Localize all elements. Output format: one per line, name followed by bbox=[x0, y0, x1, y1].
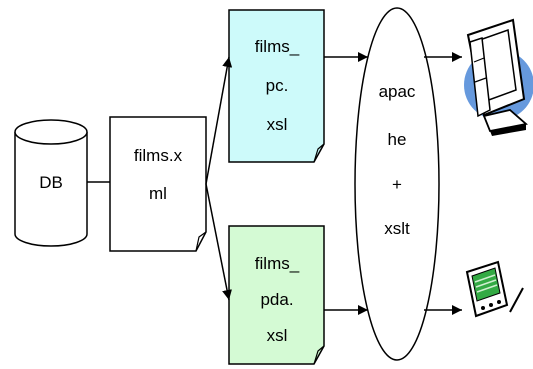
films-pc-xsl-document: films_ pc. xsl bbox=[228, 9, 325, 163]
films-pda-xsl-document: films_ pda. xsl bbox=[228, 225, 325, 365]
films-pc-xsl-line3: xsl bbox=[267, 115, 288, 134]
db-label: DB bbox=[39, 173, 63, 192]
films-pda-xsl-line3: xsl bbox=[267, 326, 288, 345]
processor-line1: apac bbox=[379, 82, 416, 101]
films-xml-line1: films.x bbox=[134, 146, 183, 165]
films-xml-line2: ml bbox=[149, 184, 167, 203]
processor-line2: he bbox=[388, 130, 407, 149]
films-pda-xsl-line2: pda. bbox=[260, 290, 293, 309]
xml-to-pda-xsl-arrow bbox=[205, 183, 232, 301]
pda-handheld-icon bbox=[465, 260, 524, 318]
processor-line3: + bbox=[392, 175, 402, 194]
films-pc-xsl-line2: pc. bbox=[266, 76, 289, 95]
films-pda-xsl-line1: films_ bbox=[255, 254, 300, 273]
desktop-computer-icon bbox=[464, 18, 533, 136]
films-pc-xsl-line1: films_ bbox=[255, 37, 300, 56]
processor-line4: xslt bbox=[384, 219, 410, 238]
xml-to-pc-xsl-arrow bbox=[205, 56, 233, 185]
db-cylinder: DB bbox=[14, 119, 88, 247]
apache-xslt-processor: apac he + xslt bbox=[354, 7, 440, 361]
films-xml-document: films.x ml bbox=[109, 116, 207, 252]
